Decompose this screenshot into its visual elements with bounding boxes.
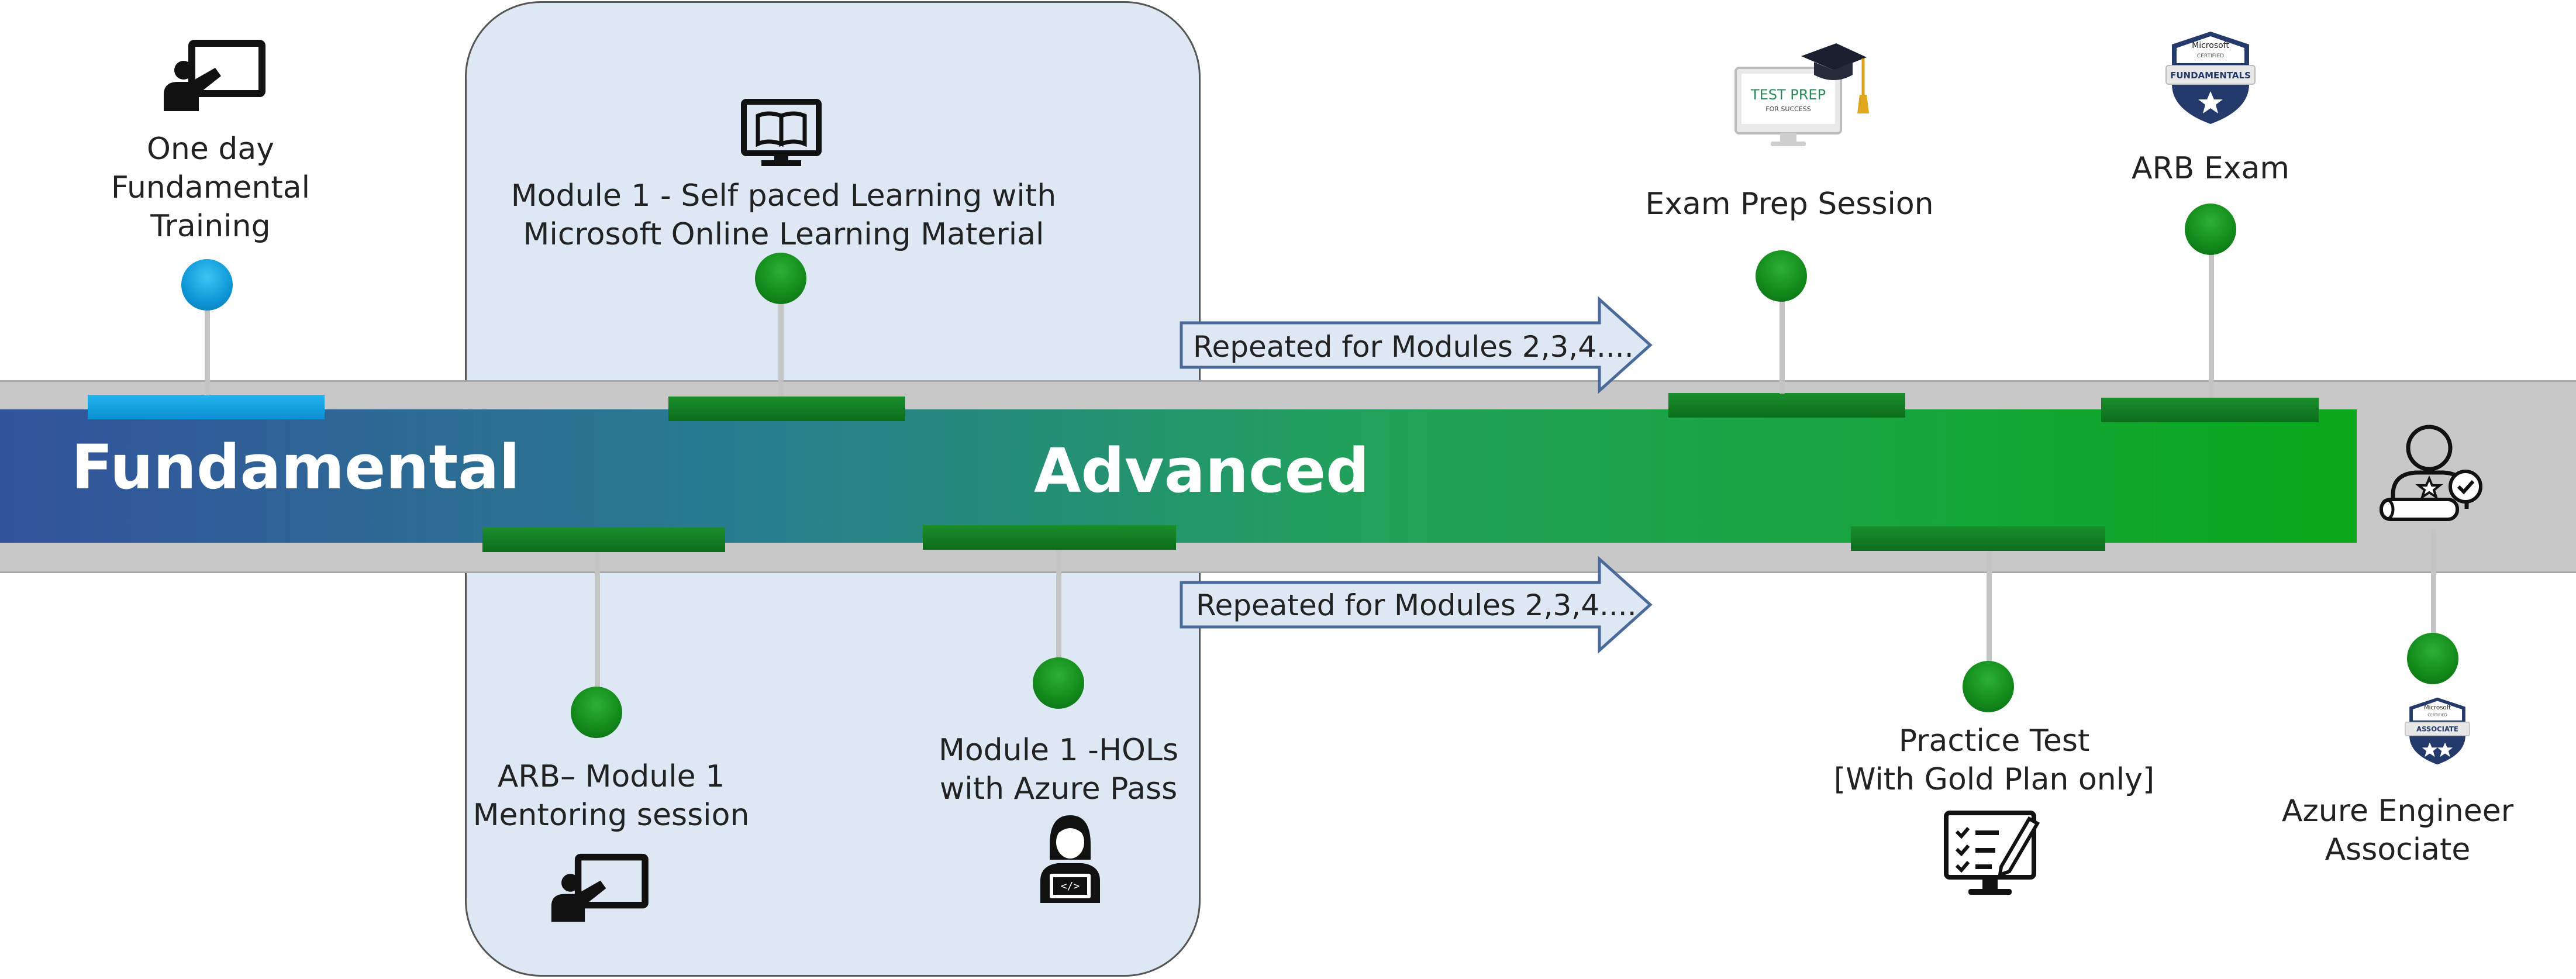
milestone-dot-mentoring [571, 687, 622, 738]
test-prep-title: TEST PREP [1750, 87, 1826, 103]
associate-badge-top: Microsoft [2424, 705, 2451, 711]
associate-badge-ribbon: ASSOCIATE [2416, 725, 2458, 733]
fundamentals-badge-ribbon: FUNDAMENTALS [2170, 70, 2251, 81]
svg-text:</>: </> [1061, 880, 1080, 892]
milestone-dot-hols [1033, 657, 1084, 709]
label-mentoring: ARB– Module 1 Mentoring session [473, 759, 750, 833]
bar-arb-exam [2101, 398, 2319, 422]
repeat-arrow-upper [1180, 296, 1653, 394]
fundamental-label: Fundamental [71, 432, 520, 503]
bar-hols [923, 525, 1176, 550]
presentation-icon [164, 40, 265, 111]
milestone-dot-fundamental-training [181, 259, 233, 311]
stem-practice-test [1987, 551, 1992, 668]
label-arb-exam: ARB Exam [2131, 151, 2290, 186]
bar-practice-test [1851, 526, 2105, 551]
associate-badge-icon: Microsoft CERTIFIED ASSOCIATE [2405, 697, 2470, 765]
label-exam-prep: Exam Prep Session [1645, 187, 1934, 222]
milestone-dot-arb-exam [2185, 204, 2236, 255]
repeat-arrow-lower [1180, 556, 1653, 654]
milestone-dot-azure-engineer [2407, 633, 2458, 684]
label-hols: Module 1 -HOLs with Azure Pass [938, 733, 1179, 806]
stem-exam-prep [1780, 298, 1785, 394]
stem-azure-engineer [2431, 529, 2436, 640]
advanced-label: Advanced [1034, 435, 1370, 506]
milestone-dot-practice-test [1963, 661, 2014, 712]
monitor-book-icon [741, 99, 822, 166]
label-fundamental-training: One day Fundamental Training [111, 132, 311, 244]
mentoring-presentation-icon [551, 853, 649, 922]
fundamentals-badge-icon: Microsoft CERTIFIED FUNDAMENTALS [2165, 32, 2256, 124]
milestone-dot-exam-prep [1756, 250, 1807, 302]
stem-mentoring [595, 552, 600, 692]
test-prep-monitor-icon: TEST PREP FOR SUCCESS [1734, 43, 1869, 146]
test-prep-subtitle: FOR SUCCESS [1765, 105, 1811, 113]
repeat-text-lower: Repeated for Modules 2,3,4.... [1196, 588, 1637, 622]
stem-hols [1056, 550, 1061, 661]
bar-mentoring [482, 528, 725, 552]
stem-arb-exam [2209, 251, 2214, 398]
fundamentals-badge-certified: CERTIFIED [2197, 53, 2224, 59]
timeline-gradient-band [0, 409, 2357, 543]
stem-module1 [778, 298, 784, 397]
fundamentals-badge-top: Microsoft [2192, 41, 2229, 50]
repeat-text-upper: Repeated for Modules 2,3,4.... [1193, 330, 1634, 364]
bar-module1-self-paced [668, 397, 905, 421]
developer-laptop-icon: </> [1040, 815, 1100, 903]
bar-fundamental-training [88, 395, 325, 419]
associate-badge-certified: CERTIFIED [2427, 713, 2447, 718]
label-module1-self-paced: Module 1 - Self paced Learning with Micr… [511, 178, 1057, 252]
practice-test-monitor-icon [1944, 811, 2040, 895]
stem-fundamental-training [205, 297, 210, 395]
label-azure-engineer: Azure Engineer Associate [2281, 794, 2514, 867]
label-practice-test: Practice Test [With Gold Plan only] [1833, 723, 2155, 797]
bar-exam-prep [1668, 393, 1905, 418]
certified-graduate-icon [2380, 425, 2482, 521]
milestone-dot-module1 [755, 253, 806, 304]
